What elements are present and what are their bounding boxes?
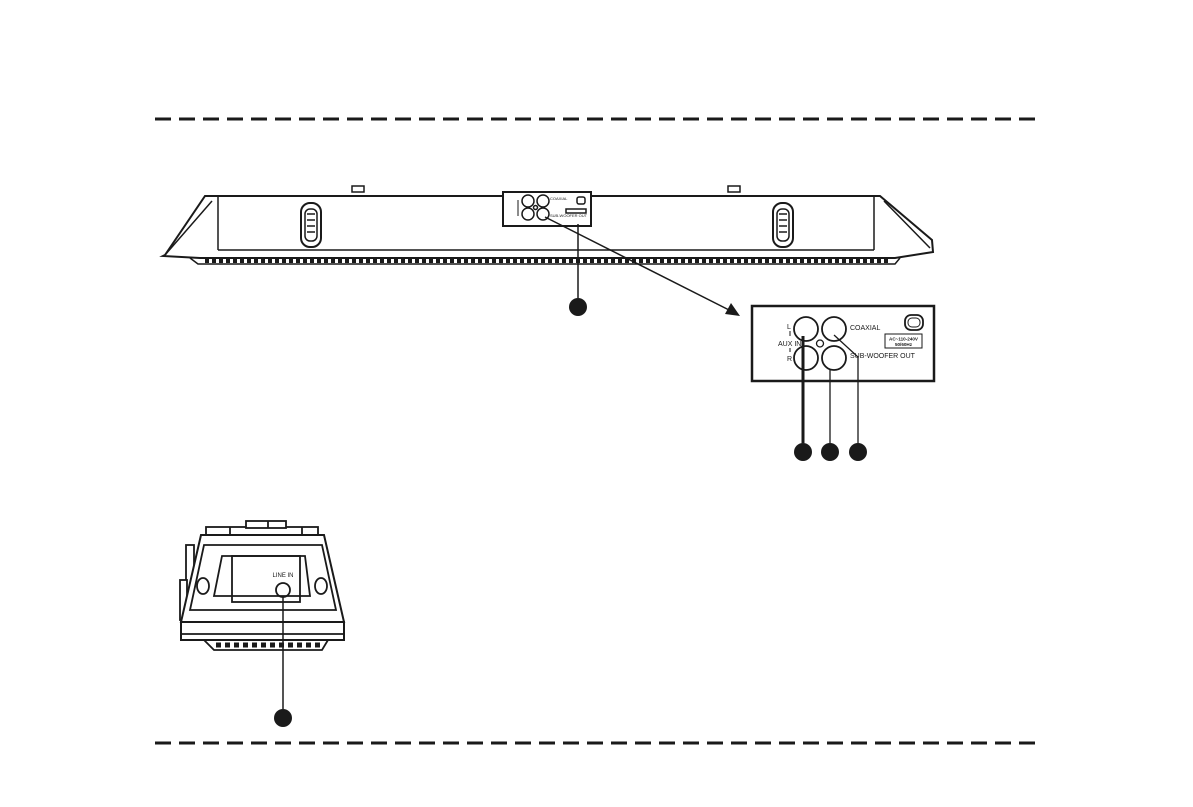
ac-rating-line2: 50/60Hz (895, 342, 913, 347)
callout-marker-coaxial (849, 443, 867, 461)
soundbar-back-view (163, 186, 933, 264)
ac-rating-line1: AC~110-240V (889, 337, 919, 342)
small-subwoofer-label: SUB-WOOFER OUT (550, 213, 588, 218)
line-in-label: LINE IN (272, 573, 293, 579)
aux-r-label: R (787, 356, 792, 363)
callout-marker-line-in (274, 709, 292, 727)
aux-in-label: AUX IN (778, 341, 801, 348)
callout-marker-soundbar (569, 298, 587, 316)
callout-marker-subwoofer-out (821, 443, 839, 461)
subwoofer-rear-view (180, 521, 344, 650)
small-coaxial-label: COAXIAL (550, 196, 568, 201)
coaxial-label: COAXIAL (850, 325, 880, 332)
subwoofer-out-label: SUB-WOOFER OUT (850, 353, 916, 360)
aux-l-label: L (787, 324, 791, 331)
callout-marker-aux-in (794, 443, 812, 461)
